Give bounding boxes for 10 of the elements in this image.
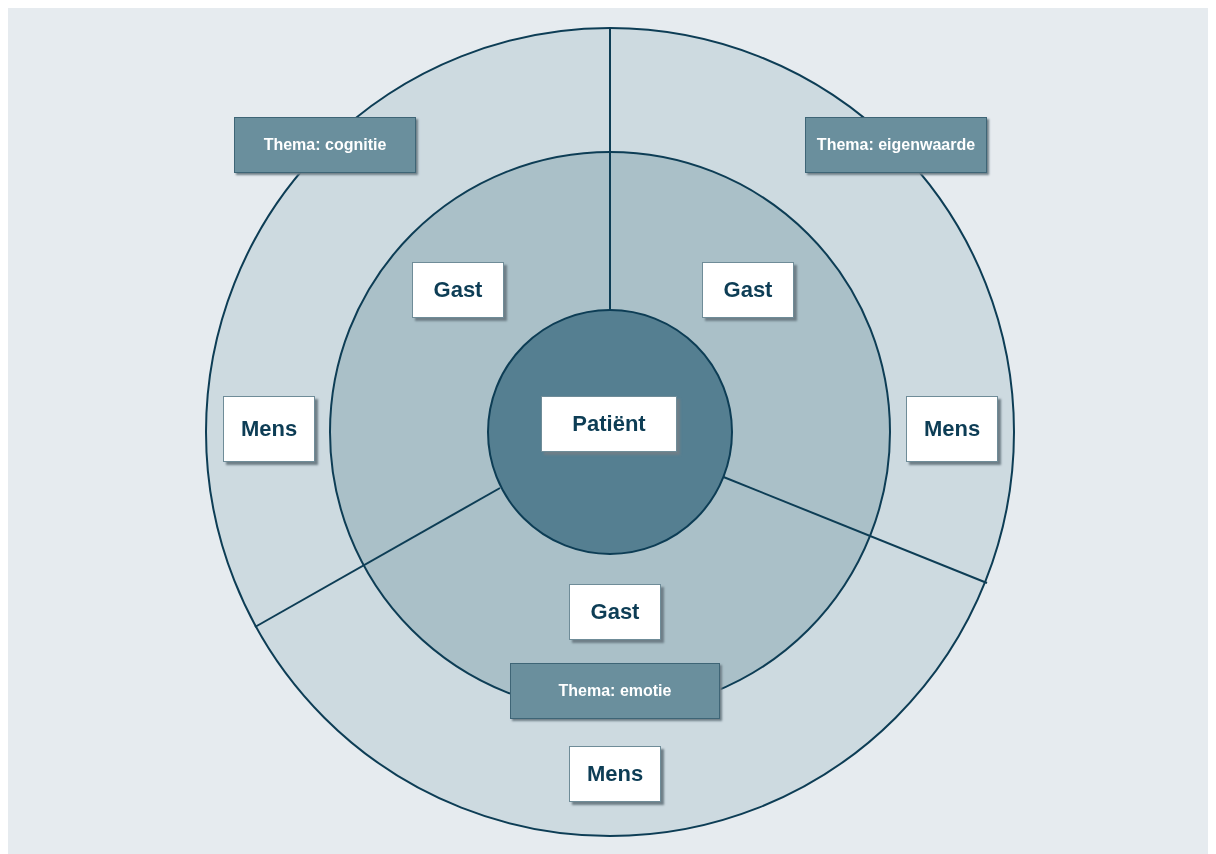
label-box: Gast xyxy=(412,262,504,318)
label-box: Mens xyxy=(569,746,661,802)
label-box: Mens xyxy=(223,396,315,462)
theme-label: Thema: eigenwaarde xyxy=(805,117,987,173)
label-box: Gast xyxy=(702,262,794,318)
label-box: Gast xyxy=(569,584,661,640)
label-box: Mens xyxy=(906,396,998,462)
theme-label: Thema: emotie xyxy=(510,663,720,719)
theme-label: Thema: cognitie xyxy=(234,117,416,173)
label-box: Patiënt xyxy=(541,396,677,452)
